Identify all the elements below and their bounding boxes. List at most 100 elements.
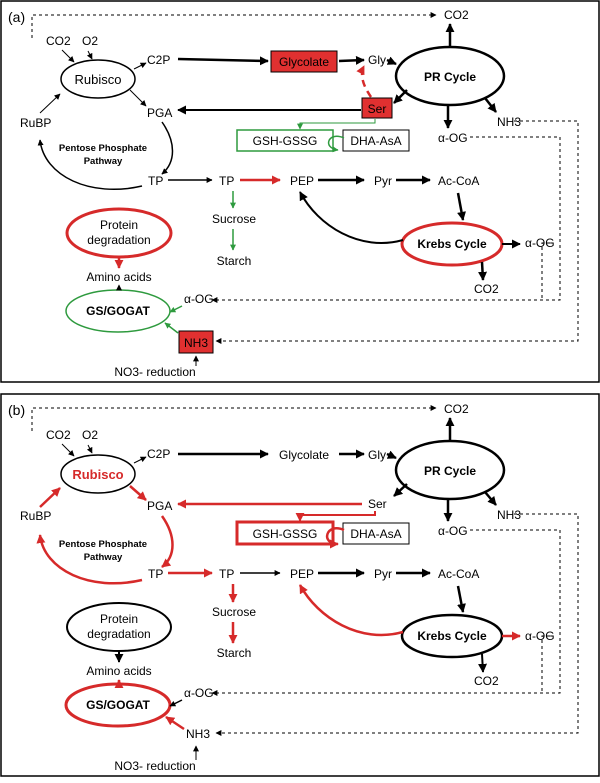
svg-text:RuBP: RuBP (20, 116, 51, 130)
panel-b: (b) CO2 CO2 O2 Rubisco C2P Glycolate Gly… (0, 393, 600, 777)
svg-text:TP: TP (148, 567, 163, 581)
svg-text:PGA: PGA (147, 499, 172, 513)
svg-text:Ser: Ser (368, 102, 387, 116)
o2: O2 (82, 428, 98, 442)
svg-text:Pathway: Pathway (84, 156, 123, 167)
pga: PGA (147, 499, 172, 513)
svg-text:NO3- reduction: NO3- reduction (114, 365, 195, 379)
rubp: RuBP (20, 116, 51, 130)
pyr: Pyr (374, 567, 392, 581)
alpha-og-pr: α-OG (438, 524, 468, 538)
svg-text:Starch: Starch (217, 254, 252, 268)
svg-text:CO2: CO2 (444, 8, 469, 22)
svg-text:Amino acids: Amino acids (86, 664, 151, 678)
svg-text:GSH-GSSG: GSH-GSSG (253, 527, 318, 541)
svg-text:NH3: NH3 (497, 508, 521, 522)
svg-text:GSH-GSSG: GSH-GSSG (253, 134, 318, 148)
ac-coa: Ac-CoA (438, 174, 479, 188)
nh3-right: NH3 (497, 115, 521, 129)
svg-text:GS/GOGAT: GS/GOGAT (86, 304, 150, 318)
svg-text:Gly: Gly (368, 448, 386, 462)
tp-2: TP (219, 174, 234, 188)
tp-1: TP (148, 174, 163, 188)
svg-text:NO3- reduction: NO3- reduction (114, 759, 195, 773)
svg-text:Krebs Cycle: Krebs Cycle (417, 237, 487, 251)
svg-text:Pyr: Pyr (374, 174, 392, 188)
ppp-label: Pentose Phosphate Pathway (59, 143, 147, 167)
co2-krebs: CO2 (474, 282, 499, 296)
svg-text:Pyr: Pyr (374, 567, 392, 581)
gs-gogat-node: GS/GOGAT (64, 682, 172, 728)
no3-reduction: NO3- reduction (114, 759, 195, 773)
svg-text:Pentose Phosphate: Pentose Phosphate (59, 143, 147, 154)
protein-degradation-node: Protein degradation (66, 602, 172, 652)
nh3-gs-node: NH3 (186, 727, 210, 741)
sucrose: Sucrose (212, 605, 256, 619)
pr-cycle-node: PR Cycle (394, 45, 506, 107)
amino-acids: Amino acids (86, 270, 151, 284)
svg-text:α-OG: α-OG (184, 686, 214, 700)
svg-text:NH3: NH3 (497, 115, 521, 129)
dha-asa-node: DHA-AsA (342, 522, 410, 545)
svg-text:PR Cycle: PR Cycle (424, 70, 476, 84)
svg-text:CO2: CO2 (46, 34, 71, 48)
svg-text:PEP: PEP (290, 174, 314, 188)
ser-node: Ser (368, 497, 387, 511)
svg-text:PEP: PEP (290, 567, 314, 581)
svg-text:Pathway: Pathway (84, 552, 123, 563)
svg-text:Protein: Protein (100, 218, 138, 232)
svg-text:CO2: CO2 (474, 282, 499, 296)
co2-left: CO2 (46, 428, 71, 442)
no3-reduction: NO3- reduction (114, 365, 195, 379)
svg-text:CO2: CO2 (46, 428, 71, 442)
co2-top: CO2 (444, 8, 469, 22)
svg-text:Ser: Ser (368, 497, 387, 511)
co2-left: CO2 (46, 34, 71, 48)
ser-node: Ser (361, 97, 393, 119)
nh3-right: NH3 (497, 508, 521, 522)
svg-text:NH3: NH3 (184, 336, 208, 350)
svg-text:Glycolate: Glycolate (279, 55, 329, 69)
panel-a-label: (a) (8, 9, 25, 25)
panel-a: (a) CO2 CO2 O2 Rubisco C2P Glycolate Gly… (0, 0, 600, 383)
gsh-gssg-node: GSH-GSSG (236, 129, 334, 152)
panel-b-label: (b) (8, 402, 25, 418)
tp-2: TP (219, 567, 234, 581)
svg-text:RuBP: RuBP (20, 509, 51, 523)
krebs-cycle-node: Krebs Cycle (400, 613, 504, 659)
amino-acids: Amino acids (86, 664, 151, 678)
svg-text:CO2: CO2 (444, 402, 469, 416)
starch: Starch (217, 646, 252, 660)
svg-text:α-OG: α-OG (438, 524, 468, 538)
svg-text:Rubisco: Rubisco (75, 72, 122, 87)
svg-text:Sucrose: Sucrose (212, 605, 256, 619)
rubisco-node: Rubisco (60, 454, 136, 494)
tp-1: TP (148, 567, 163, 581)
svg-text:TP: TP (219, 174, 234, 188)
krebs-cycle-node: Krebs Cycle (400, 221, 504, 267)
alpha-og-krebs: α-OG (525, 236, 555, 250)
co2-krebs: CO2 (474, 674, 499, 688)
pep: PEP (290, 174, 314, 188)
sucrose: Sucrose (212, 212, 256, 226)
ppp-label: Pentose Phosphate Pathway (59, 539, 147, 563)
co2-top: CO2 (444, 402, 469, 416)
svg-text:Amino acids: Amino acids (86, 270, 151, 284)
svg-text:Pentose Phosphate: Pentose Phosphate (59, 539, 147, 550)
pga: PGA (147, 106, 172, 120)
svg-text:degradation: degradation (87, 627, 150, 641)
svg-text:Krebs Cycle: Krebs Cycle (417, 629, 487, 643)
gs-gogat-node: GS/GOGAT (65, 289, 171, 333)
svg-text:Starch: Starch (217, 646, 252, 660)
pr-cycle-node: PR Cycle (394, 439, 506, 501)
svg-text:PR Cycle: PR Cycle (424, 464, 476, 478)
svg-text:Glycolate: Glycolate (279, 448, 329, 462)
pyr: Pyr (374, 174, 392, 188)
svg-text:TP: TP (219, 567, 234, 581)
connections-b (31, 405, 579, 760)
svg-text:DHA-AsA: DHA-AsA (350, 527, 401, 541)
svg-text:α-OG: α-OG (184, 292, 214, 306)
rubisco-node: Rubisco (60, 59, 136, 99)
alpha-og-pr: α-OG (438, 131, 468, 145)
